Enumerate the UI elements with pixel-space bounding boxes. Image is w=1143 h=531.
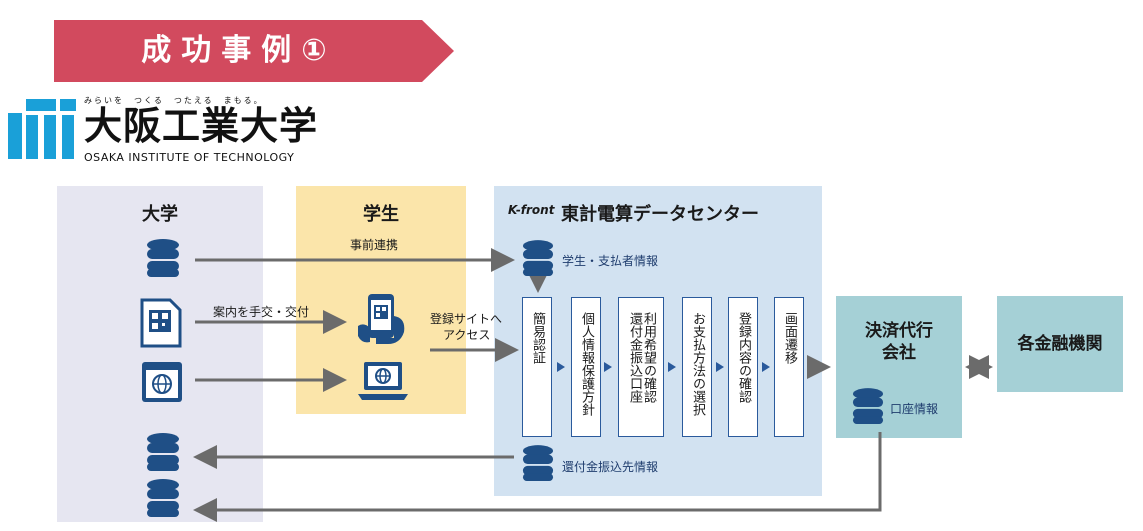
step-arrow-1 (557, 362, 565, 372)
step-confirm-registration: 登録内容の確認 (728, 297, 758, 437)
settlement-title-line1: 決済代行 (865, 321, 933, 341)
step-arrow-3 (668, 362, 676, 372)
logo-name: 大阪工業大学 (84, 104, 319, 148)
step-label: 簡易認証 (530, 312, 545, 364)
smartphone-qr-icon (358, 294, 405, 344)
database-icon (147, 433, 179, 471)
student-title: 学生 (363, 204, 399, 225)
step-payment-method: お支払方法の選択 (682, 297, 712, 437)
label-access-line1: 登録サイトへ (430, 312, 503, 326)
step-label: 個人情報保護方針 (579, 312, 594, 416)
bank-panel (997, 296, 1123, 392)
database-icon (852, 388, 884, 424)
oit-logo-mark (8, 99, 76, 159)
database-icon (147, 479, 179, 517)
web-browser-icon (142, 362, 182, 402)
settlement-title: 決済代行 会社 (836, 320, 962, 364)
label-access-line2: アクセス (443, 328, 491, 342)
step-screen-transition: 画面遷移 (774, 297, 804, 437)
label-student-payer-info: 学生・支払者情報 (562, 254, 659, 268)
kfront-logo: K-front (508, 203, 555, 217)
settlement-title-line2: 会社 (882, 343, 916, 363)
database-icon (522, 445, 554, 481)
database-icon (522, 240, 554, 276)
banner-title: 成功事例① (141, 33, 337, 68)
logo-tagline: みらいを つくる つたえる まもる。 (84, 96, 264, 105)
qr-document-icon (140, 298, 182, 348)
label-refund-account-info: 還付金振込先情報 (562, 460, 659, 474)
laptop-icon (358, 362, 408, 400)
title-banner (54, 20, 454, 82)
label-account-info: 口座情報 (890, 402, 939, 416)
step-refund-account: 利用希望の確認 還付金振込口座 (618, 297, 664, 437)
step-label: 利用希望の確認 還付金振込口座 (627, 312, 656, 403)
bank-title: 各金融機関 (1017, 334, 1103, 354)
step-arrow-4 (716, 362, 724, 372)
database-icon (147, 239, 179, 277)
logo-english-name: OSAKA INSTITUTE OF TECHNOLOGY (84, 151, 295, 164)
step-label: 登録内容の確認 (736, 312, 751, 403)
step-privacy-policy: 個人情報保護方針 (571, 297, 601, 437)
step-label: 画面遷移 (782, 312, 797, 364)
step-label: お支払方法の選択 (690, 312, 705, 416)
step-simple-auth: 簡易認証 (522, 297, 552, 437)
datacenter-title: 東計電算データセンター (561, 204, 759, 225)
step-arrow-2 (604, 362, 612, 372)
arrow-account-info (193, 432, 882, 522)
step-arrow-5 (762, 362, 770, 372)
label-prior-link: 事前連携 (350, 238, 399, 252)
label-guide: 案内を手交・交付 (213, 305, 310, 319)
university-title: 大学 (142, 204, 178, 225)
